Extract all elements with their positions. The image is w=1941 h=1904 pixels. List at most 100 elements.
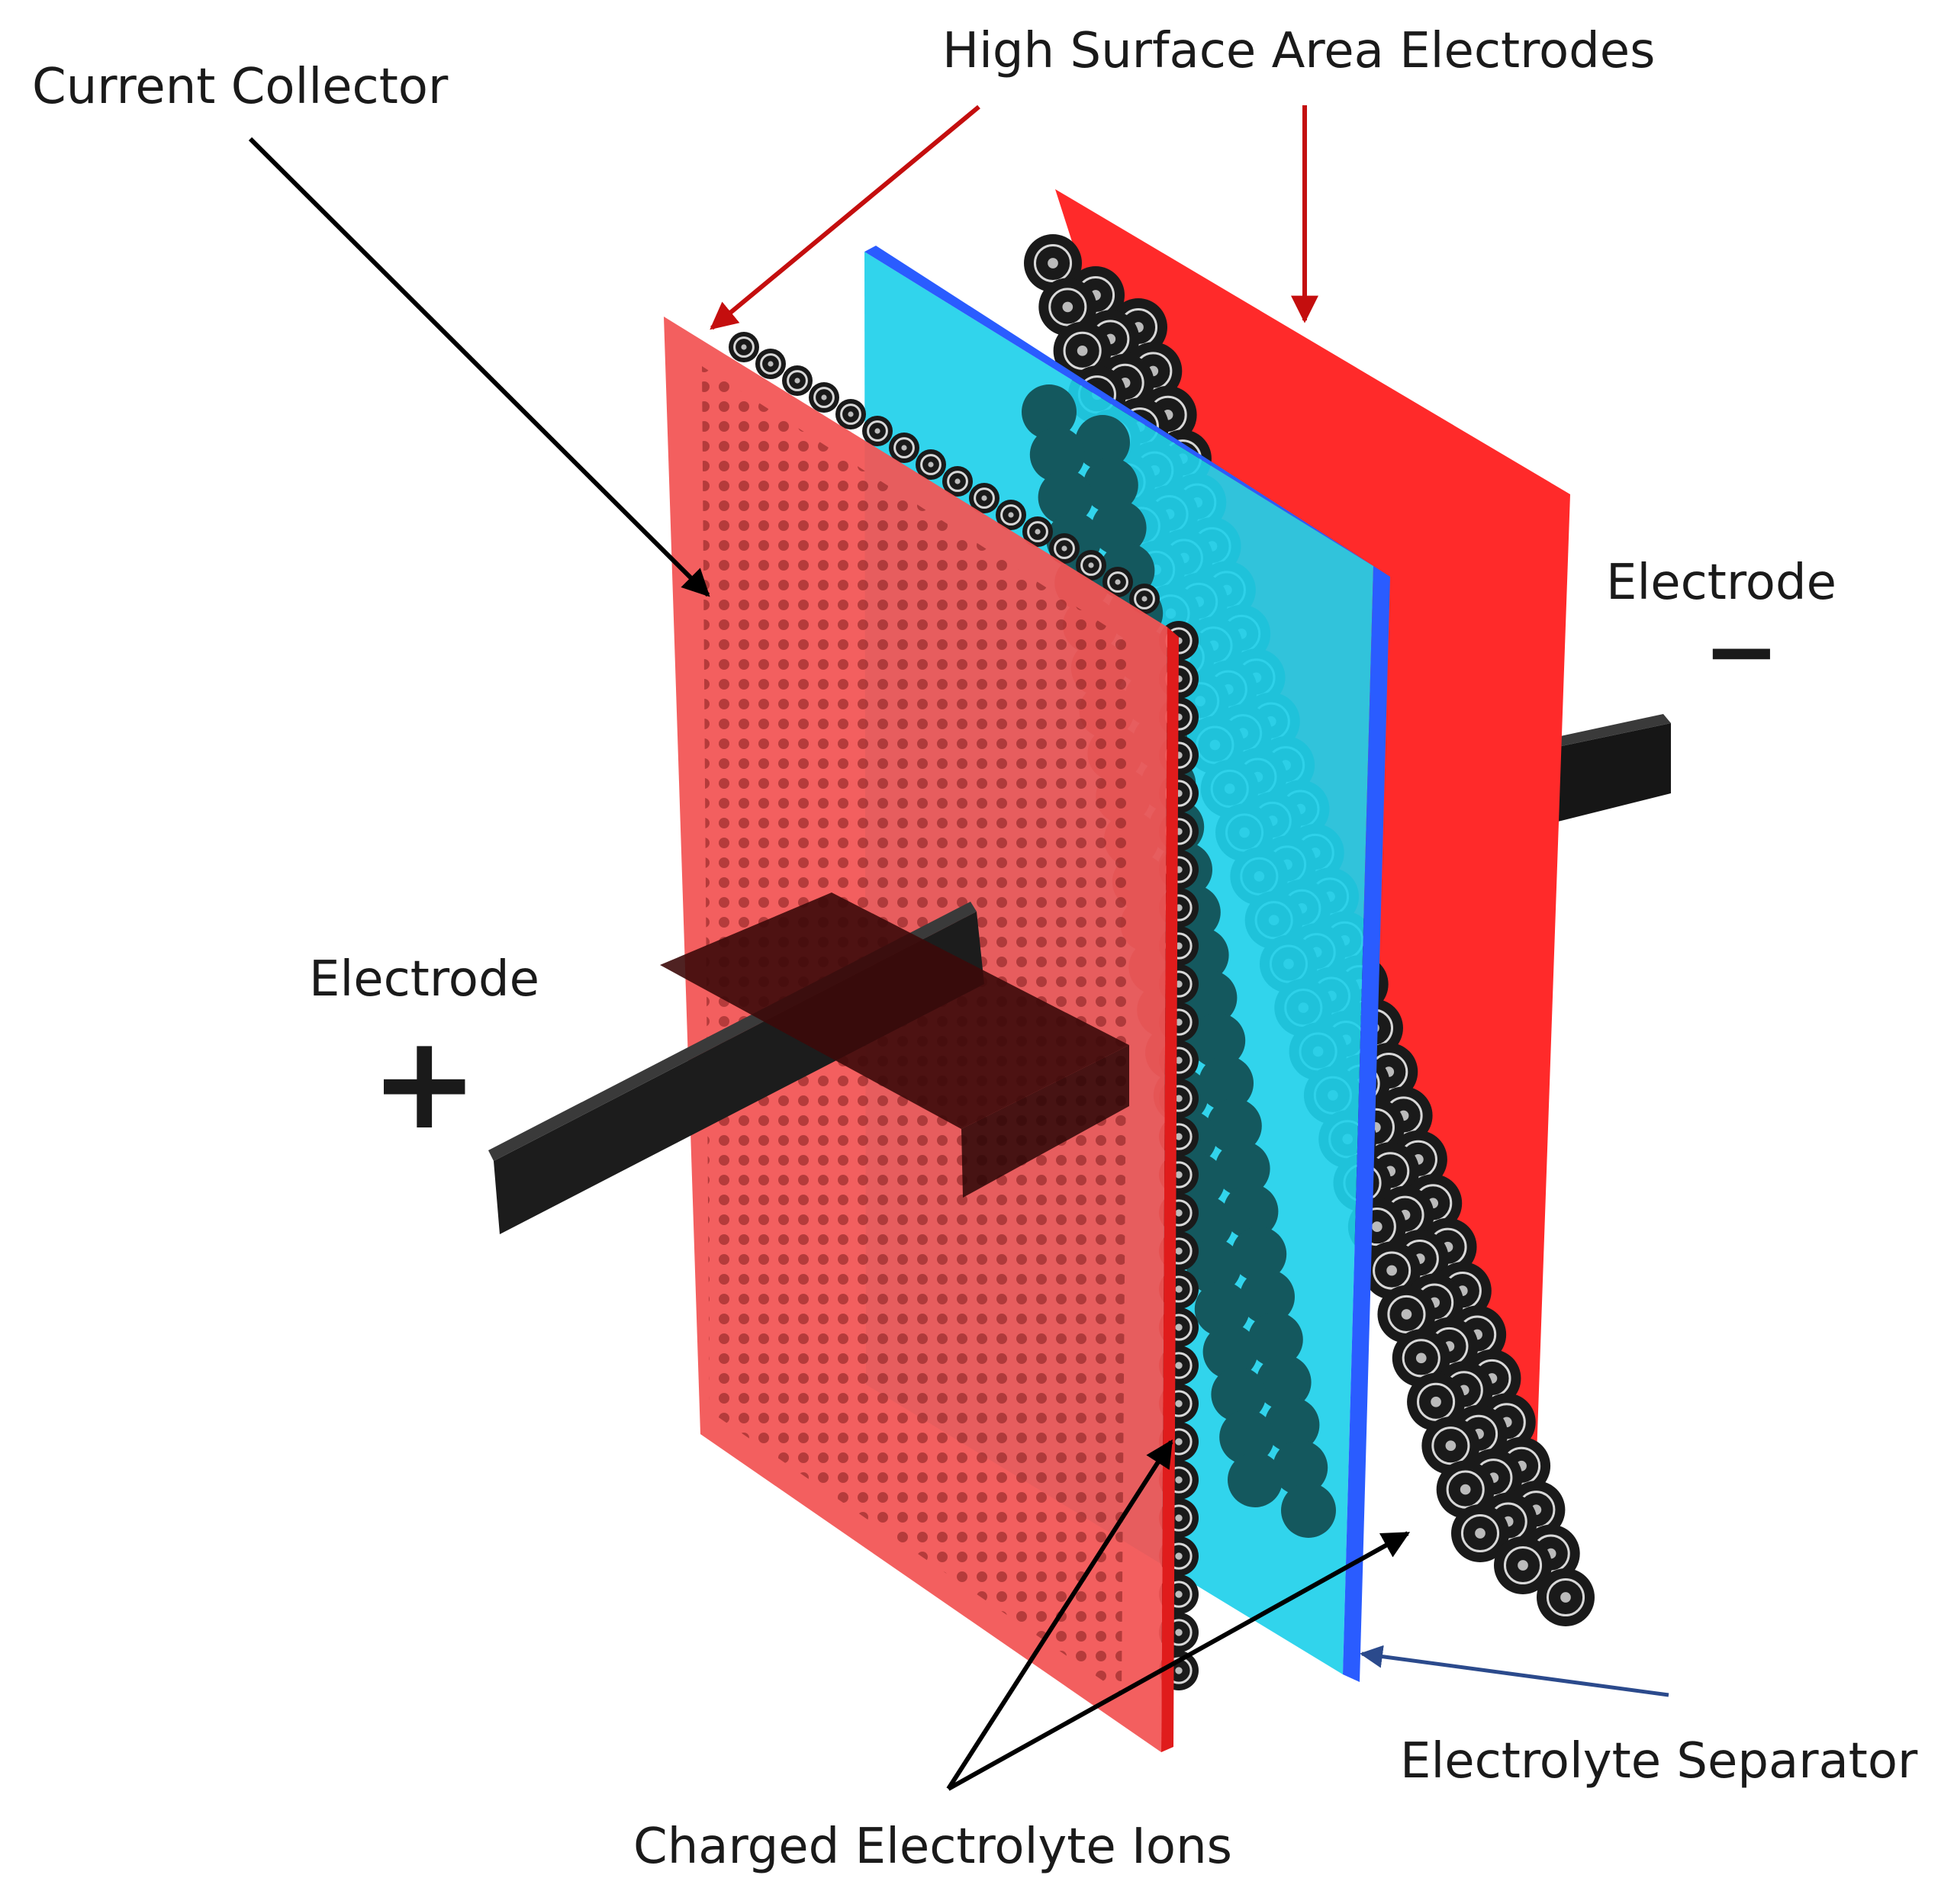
front-electrode-particle-core [928, 462, 934, 468]
front-electrode-particle-core [1175, 1362, 1183, 1369]
back-electrode-particle-ring [1033, 243, 1073, 283]
front-electrode-particle-core [1175, 1209, 1183, 1217]
back-electrode-particle-core [1518, 1560, 1528, 1571]
separator-arrow [1360, 1645, 1669, 1697]
back-electrode-particle-core [1048, 258, 1058, 269]
back-electrode-particle-ring [1063, 331, 1102, 370]
front-electrode-particle-ring [1107, 571, 1128, 593]
ion-particle [1083, 458, 1138, 513]
ion-particle [1029, 427, 1085, 482]
ion-particle [1264, 1397, 1320, 1452]
front-electrode-particle-core [1175, 1247, 1183, 1255]
separator-top-edge [864, 246, 1390, 577]
ion-particle [1223, 1184, 1279, 1239]
front-electrode-particle-ring [893, 437, 915, 458]
front-electrode-particle-ring [1054, 538, 1075, 559]
front-electrode-particle-ring [1027, 521, 1048, 542]
back-electrode-particle-core [1371, 1221, 1383, 1232]
front-collector-edge [1161, 627, 1179, 1752]
front-electrode-particle-core [1175, 1667, 1183, 1674]
ion-particle [1075, 415, 1130, 470]
ion-particle [1215, 1141, 1270, 1196]
back-electrode-particle-core [1386, 1265, 1397, 1276]
front-electrode-particle-ring [813, 387, 835, 408]
ion-particle [1194, 1282, 1250, 1336]
front-electrode-particle-core [1175, 1018, 1183, 1026]
ion-particle [1273, 1440, 1328, 1495]
ion-particle [1228, 1452, 1283, 1507]
ion-particle [1231, 1227, 1287, 1282]
front-electrode-particle-core [1175, 1476, 1183, 1484]
back-electrode-particle-ring [1431, 1426, 1470, 1465]
front-electrode-particle-core [1115, 579, 1121, 585]
ion-particle [1240, 1269, 1295, 1324]
front-electrode-particle-core [1088, 562, 1094, 568]
front-electrode-particle-core [1175, 1133, 1183, 1140]
front-electrode-particle-core [1175, 1590, 1183, 1598]
current-collector-label: Current Collector [32, 59, 449, 115]
front-electrode-particle-core [1008, 512, 1014, 518]
back-electrode-particle-ring [1446, 1470, 1485, 1509]
front-electrode-particle-ring [867, 420, 888, 442]
back-electrode-particle-ring [1546, 1578, 1585, 1617]
back-electrode-particle-ring [1503, 1545, 1543, 1585]
ion-particle [1038, 470, 1093, 525]
front-electrode-particle-core [1061, 545, 1067, 552]
front-electrode-particle-ring [787, 370, 808, 391]
front-electrode-particle-core [901, 445, 907, 451]
front-electrode-particle-core [1141, 596, 1148, 602]
electrode-negative-label: Electrode [1606, 555, 1836, 611]
front-electrode-particle-core [874, 428, 880, 434]
front-electrode-particle-core [981, 495, 987, 501]
front-electrode-particle-core [1175, 1285, 1183, 1293]
positive-sign: + [370, 1008, 478, 1159]
back-electrode-particle-core [1460, 1484, 1471, 1495]
ion-particle [1256, 1355, 1312, 1410]
back-electrode-particle-core [1475, 1528, 1486, 1539]
front-electrode-particle-core [1175, 1323, 1183, 1331]
back-electrode-particle-ring [1417, 1382, 1456, 1421]
front-electrode-particle-core [1175, 1552, 1183, 1560]
back-electrode-particle-core [1560, 1592, 1571, 1603]
ion-particle [1281, 1483, 1336, 1538]
front-electrode-particle-ring [947, 471, 968, 492]
front-electrode-particle-ring [1000, 504, 1022, 526]
front-electrode-particle-core [1175, 1629, 1183, 1636]
ions-arrow-right [947, 1531, 1411, 1791]
electrolyte-separator-label: Electrolyte Separator [1400, 1733, 1918, 1790]
front-electrode-particle-core [1175, 1095, 1183, 1102]
positive-terminal-flange-side [961, 1045, 1129, 1198]
ion-particle [1219, 1410, 1275, 1465]
ion-particle [1190, 1013, 1246, 1068]
charged-electrolyte-ions-label: Charged Electrolyte Ions [633, 1819, 1232, 1875]
back-electrode-particle-core [1415, 1352, 1427, 1364]
ion-particle [1206, 1098, 1262, 1153]
front-electrode-particle-ring [974, 487, 995, 509]
front-electrode-particle-ring [733, 336, 755, 358]
ions-arrow-left [946, 1439, 1173, 1790]
front-electrode-particle-core [1035, 529, 1041, 535]
current-collector-arrow [248, 137, 710, 597]
back-electrode-particle-core [1431, 1396, 1441, 1407]
front-electrode-particle-core [1175, 1514, 1183, 1522]
front-electrode-particle-core [1175, 1057, 1183, 1064]
front-electrode-particle-core [821, 394, 827, 400]
front-electrode-particle-core [1175, 1438, 1183, 1446]
front-electrode-particle-ring [840, 404, 861, 425]
ion-particle [1202, 1324, 1258, 1379]
ion-particle [1199, 1056, 1254, 1111]
ion-particle [1022, 384, 1077, 439]
ion-particle [1247, 1312, 1303, 1367]
hsa-electrode-arrow-left [710, 105, 980, 330]
back-electrode-particle-core [1077, 345, 1088, 356]
positive-terminal-flange [660, 892, 1129, 1129]
back-electrode-particle-ring [1387, 1295, 1426, 1333]
high-surface-area-electrodes-label: High Surface Area Electrodes [942, 23, 1656, 79]
negative-sign: − [1703, 599, 1780, 705]
front-electrode-particle-core [768, 361, 774, 367]
front-electrode-particle-ring [920, 454, 942, 475]
ion-particle [1186, 1239, 1241, 1294]
back-electrode-particle-core [1445, 1440, 1457, 1452]
front-electrode-particle-core [1175, 1400, 1183, 1407]
front-electrode-particle-core [1175, 1171, 1183, 1179]
